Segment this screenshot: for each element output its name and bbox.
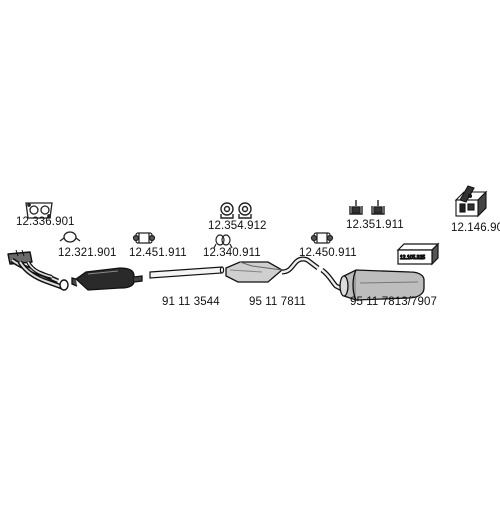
label-mounting-kit: 12.146.90 (451, 222, 500, 234)
center-muffler-part (225, 256, 320, 283)
label-hangers-pair: 12.354.912 (208, 220, 267, 232)
clamp-2-part (213, 234, 233, 249)
parts-box: 12.105.325 (396, 242, 440, 266)
rear-muffler-part (320, 268, 425, 301)
mounting-kit-part (454, 185, 488, 218)
catalytic-converter-part (71, 267, 143, 291)
label-clamp-1: 12.451.911 (129, 247, 187, 259)
label-hangers-2: 12.351.911 (346, 219, 404, 231)
gasket-part (25, 202, 53, 219)
manifold-part (7, 249, 69, 291)
label-middle-pipe: 91 11 3544 (162, 296, 220, 308)
middle-pipe-part (149, 266, 225, 279)
hangers-pair-part (220, 202, 252, 219)
label-gasket: 12.336.901 (16, 216, 75, 228)
ring-clamp-part (59, 231, 81, 243)
box-tag: 12.105.325 (400, 255, 425, 261)
label-center-muffler: 95 11 7811 (249, 296, 306, 308)
label-ring-clamp: 12.321.901 (58, 247, 117, 259)
clamp-3-part (310, 232, 334, 244)
label-rear-muffler: 95 11 7813/7907 (350, 296, 437, 308)
label-clamp-2: 12.340.911 (203, 247, 261, 259)
hangers-2-part (349, 200, 385, 215)
label-clamp-3: 12.450.911 (299, 247, 357, 259)
clamp-1-part (132, 232, 156, 244)
